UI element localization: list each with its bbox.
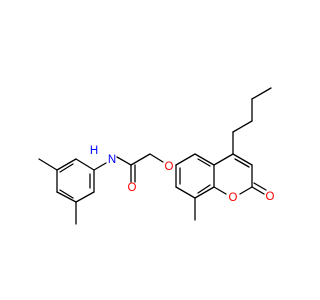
lactone-oxygen-label: O [266, 191, 275, 203]
amide-nitrogen-label: N [108, 154, 116, 166]
butyl-chain [232, 87, 272, 155]
dimethylphenyl-ring [56, 158, 95, 203]
coumarin-benzene-ring [175, 153, 215, 199]
amide-oxygen-label: O [128, 182, 137, 194]
pyranone-ring [213, 153, 267, 195]
phenyl-methyl-groups [38, 158, 77, 225]
bonds [38, 87, 272, 225]
amide-linker [93, 153, 164, 183]
molecule-structure-diagram: N H O O O O [38, 87, 275, 225]
ring-oxygen-label: O [229, 192, 238, 204]
amide-hydrogen-label: H [90, 145, 98, 157]
ether-oxygen-label: O [165, 161, 174, 173]
atom-labels: N H O O O O [90, 145, 275, 204]
